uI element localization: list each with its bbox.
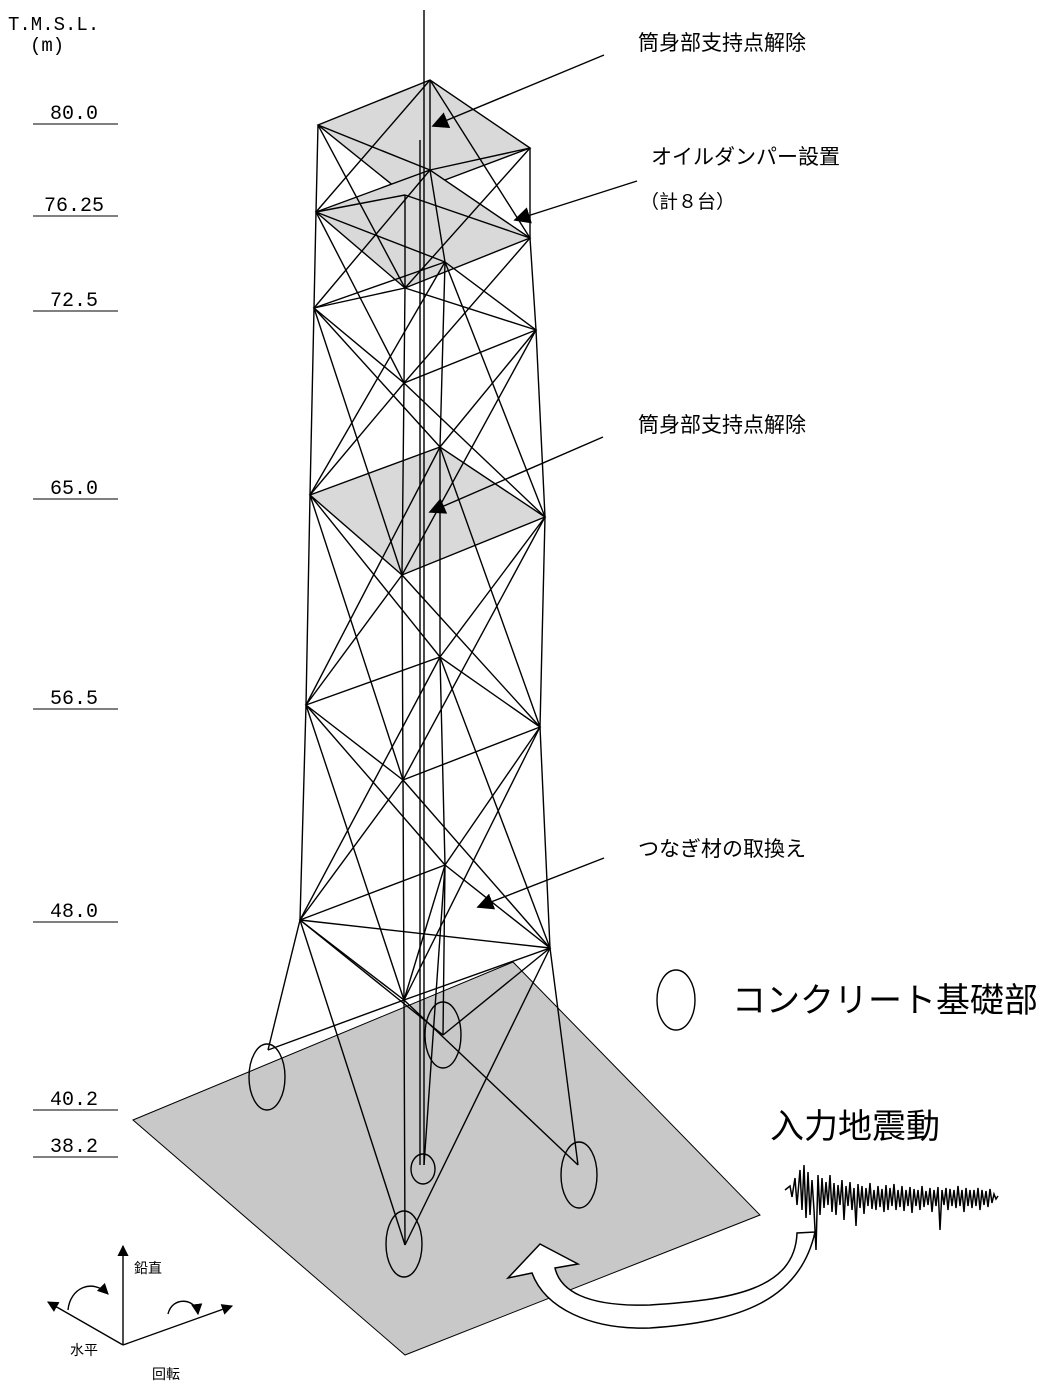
- legend-concrete-foundation: コンクリート基礎部: [656, 969, 1038, 1031]
- elevation-65: 65.0: [50, 478, 98, 501]
- input-ground-motion-label: 入力地震動: [770, 1107, 940, 1147]
- arrow-tie-member: [476, 857, 605, 910]
- elevation-76-25: 76.25: [44, 195, 104, 218]
- elevation-48: 48.0: [50, 901, 98, 924]
- elevation-56-5: 56.5: [50, 688, 98, 711]
- label-top-support-release: 筒身部支持点解除: [638, 31, 806, 55]
- foundation-right: [560, 1141, 598, 1209]
- elevation-axis-title: T.M.S.L.: [8, 14, 99, 36]
- rotation-arc-left-icon: [67, 1282, 109, 1311]
- concrete-foundations: [248, 1001, 598, 1278]
- input-ground-motion: 入力地震動: [505, 1107, 999, 1329]
- label-oil-damper: オイルダンパー設置: [651, 145, 840, 169]
- legend-ellipse-icon: [656, 969, 696, 1031]
- rotation-arc-right-icon: [167, 1300, 203, 1316]
- axes-triad: [47, 1244, 234, 1346]
- arrow-mid-support-release: [428, 436, 604, 514]
- elevation-80: 80.0: [50, 103, 98, 126]
- elevation-axis: T.M.S.L. (m) 80.0 76.25 72.5 65.0 56.5 4…: [8, 14, 118, 1159]
- elevation-72-5: 72.5: [50, 290, 98, 313]
- elevation-axis-unit: (m): [30, 35, 64, 57]
- tower-frame: [267, 10, 579, 1246]
- foundation-front: [385, 1210, 423, 1278]
- label-tie-member: つなぎ材の取換え: [638, 837, 806, 861]
- elevation-38-2: 38.2: [50, 1136, 98, 1159]
- axis-label-vertical: 鉛直: [134, 1260, 162, 1277]
- arrow-oil-damper: [513, 180, 638, 224]
- label-oil-damper-count: （計８台）: [640, 191, 735, 213]
- annotations: 筒身部支持点解除 オイルダンパー設置 （計８台） 筒身部支持点解除 つなぎ材の取…: [428, 31, 840, 910]
- elevation-40-2: 40.2: [50, 1089, 98, 1112]
- input-ground-motion-arrow: [505, 1231, 816, 1329]
- foundation-back: [424, 1001, 462, 1069]
- seismic-waveform: [784, 1164, 999, 1251]
- legend-concrete-foundation-label: コンクリート基礎部: [732, 981, 1038, 1021]
- arrow-top-support-release: [431, 54, 605, 128]
- mid-platform: [308, 446, 547, 576]
- axis-label-rotation: 回転: [152, 1367, 180, 1383]
- label-mid-support-release: 筒身部支持点解除: [638, 413, 806, 437]
- axis-label-horizontal: 水平: [70, 1343, 98, 1359]
- foundation-chimney: [410, 1153, 436, 1185]
- foundation-left: [248, 1043, 286, 1111]
